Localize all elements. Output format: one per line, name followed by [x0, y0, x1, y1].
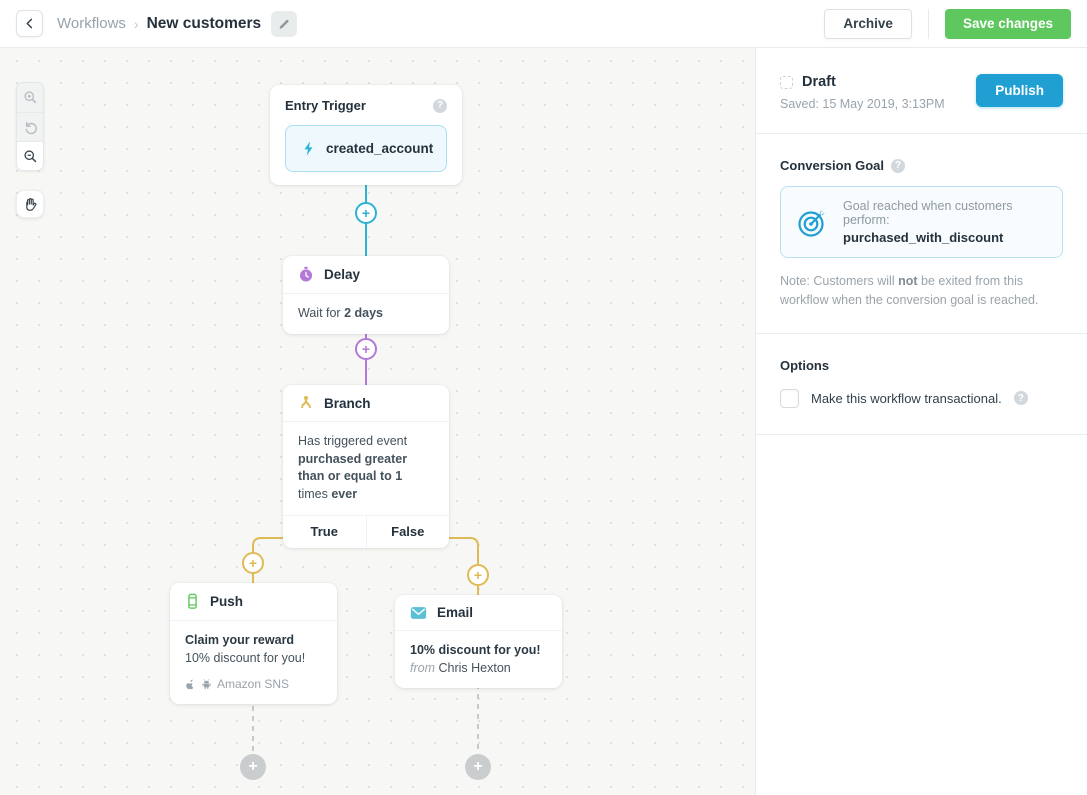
topbar-divider — [927, 8, 929, 39]
push-message-title: Claim your reward — [185, 633, 295, 647]
undo-icon — [23, 120, 38, 135]
conversion-goal-help-icon[interactable]: ? — [891, 158, 906, 173]
rename-workflow-button[interactable] — [271, 10, 298, 37]
hand-icon — [22, 196, 38, 212]
workflow-canvas[interactable]: Entry Trigger ? created_account Delay Wa… — [0, 48, 755, 795]
add-step-button-false[interactable] — [467, 564, 489, 586]
android-icon — [201, 678, 212, 690]
add-step-button-push-end[interactable] — [240, 754, 266, 780]
status-section: Draft Saved: 15 May 2019, 3:13PM Publish — [756, 48, 1087, 134]
workflow-status: Draft — [802, 74, 836, 90]
goal-event-name: purchased_with_discount — [843, 230, 1004, 245]
add-step-button-delay[interactable] — [355, 338, 377, 360]
zoom-in-icon — [23, 90, 38, 105]
workflow-sidebar: Draft Saved: 15 May 2019, 3:13PM Publish… — [755, 48, 1087, 795]
push-node[interactable]: Push Claim your reward 10% discount for … — [170, 583, 337, 704]
zoom-out-button[interactable] — [17, 141, 43, 170]
email-node[interactable]: Email 10% discount for you! from Chris H… — [395, 595, 562, 688]
conversion-goal-card[interactable]: Goal reached when customers perform: pur… — [780, 186, 1063, 258]
archive-button[interactable]: Archive — [824, 8, 912, 39]
entry-trigger-help-icon[interactable]: ? — [433, 98, 447, 113]
add-step-button-entry[interactable] — [355, 202, 377, 224]
add-step-button-true[interactable] — [242, 552, 264, 574]
stopwatch-icon — [298, 266, 314, 283]
email-from: from Chris Hexton — [410, 660, 511, 675]
branch-false-label: False — [391, 524, 425, 539]
delay-node[interactable]: Delay Wait for 2 days — [283, 256, 449, 334]
push-message-body: 10% discount for you! — [185, 650, 306, 665]
target-icon — [794, 204, 830, 240]
conversion-goal-heading: Conversion Goal — [780, 158, 885, 173]
entry-trigger-node[interactable]: Entry Trigger ? created_account — [270, 85, 462, 185]
publish-button[interactable]: Publish — [976, 74, 1063, 107]
breadcrumb-parent[interactable]: Workflows — [57, 15, 126, 32]
breadcrumb-separator: › — [133, 15, 139, 32]
transactional-checkbox[interactable] — [780, 388, 799, 408]
branch-node[interactable]: Branch Has triggered event purchased gre… — [283, 385, 449, 548]
branch-condition: Has triggered event purchased greater th… — [283, 421, 449, 515]
lightning-bolt-icon — [301, 140, 316, 157]
apple-icon — [185, 678, 196, 690]
last-saved-text: Saved: 15 May 2019, 3:13PM — [780, 97, 945, 111]
delay-description: Wait for 2 days — [283, 293, 449, 334]
top-bar: Workflows › New customers Archive Save c… — [0, 0, 1087, 48]
add-step-button-email-end[interactable] — [465, 754, 491, 780]
pencil-icon — [278, 17, 291, 30]
push-provider: Amazon SNS — [217, 677, 290, 691]
zoom-out-icon — [23, 149, 38, 164]
pan-tool-button[interactable] — [16, 190, 44, 218]
back-button[interactable] — [16, 10, 43, 37]
email-title: Email — [437, 605, 474, 620]
mobile-phone-icon — [185, 593, 200, 610]
entry-trigger-event[interactable]: created_account — [285, 125, 447, 172]
branch-icon — [298, 395, 314, 411]
entry-trigger-title: Entry Trigger — [285, 98, 366, 113]
branch-true-label: True — [283, 516, 367, 548]
push-title: Push — [210, 594, 244, 609]
save-changes-button[interactable]: Save changes — [944, 8, 1071, 39]
envelope-icon — [410, 606, 427, 620]
transactional-label: Make this workflow transactional. — [811, 390, 1002, 406]
options-heading: Options — [780, 357, 830, 373]
entry-trigger-event-name: created_account — [326, 141, 434, 156]
delay-title: Delay — [324, 267, 361, 282]
conversion-goal-section: Conversion Goal ? Goal reached when cust… — [756, 134, 1087, 334]
email-subject: 10% discount for you! — [410, 643, 541, 657]
canvas-zoom-tools — [16, 82, 44, 171]
chevron-left-icon — [22, 16, 37, 31]
transactional-help-icon[interactable]: ? — [1013, 391, 1028, 406]
undo-button[interactable] — [17, 112, 43, 141]
page-title: New customers — [146, 14, 262, 32]
draft-status-icon — [780, 75, 793, 89]
options-section: Options Make this workflow transactional… — [756, 334, 1087, 435]
zoom-in-button[interactable] — [17, 83, 43, 112]
goal-description: Goal reached when customers perform: — [843, 199, 1013, 227]
branch-title: Branch — [324, 395, 371, 411]
goal-note: Note: Customers will not be exited from … — [780, 274, 1039, 308]
